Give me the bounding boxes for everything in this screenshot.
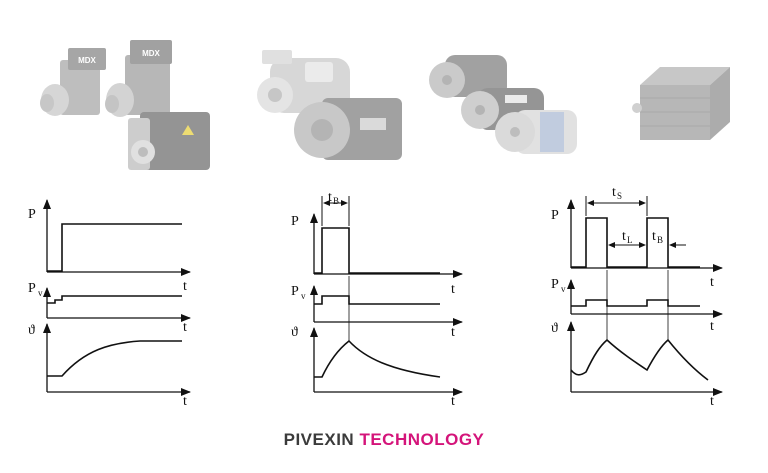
mdx-label-1: MDX [78, 56, 96, 65]
d1-pv-label: P [28, 281, 36, 296]
d3-pv-label: P [551, 277, 559, 292]
d3-tl-sub: L [627, 235, 633, 245]
d3-theta-label: ϑ [551, 321, 558, 336]
d2-power-curve [314, 227, 440, 274]
d2-t-label-3: t [451, 394, 455, 409]
d3-ts-label: t [612, 185, 616, 200]
d2-pv-sub: v [301, 291, 306, 301]
d3-power-curve [571, 217, 700, 268]
d1-theta-label: ϑ [28, 323, 35, 338]
d2-t-label-1: t [451, 282, 455, 297]
d3-tb-label: t [652, 229, 656, 244]
d2-tb-label: t [328, 190, 332, 205]
d1-t-label-1: t [183, 279, 187, 294]
d3-temperature-curve [570, 338, 709, 381]
short-time-duty-diagram [310, 196, 463, 396]
dc-motor-group [429, 55, 577, 154]
d1-pv-sub: v [38, 288, 43, 298]
d1-p-label: P [28, 207, 36, 222]
brand-name-part2: TECHNOLOGY [359, 430, 485, 449]
d2-theta-label: ϑ [291, 325, 298, 340]
servo-motor [128, 112, 210, 170]
gearmotor-servo-group: MDX MDX [40, 40, 210, 170]
d2-t-label-2: t [451, 325, 455, 340]
intermittent-duty-labels: P P v ϑ t S t L t B t t t [551, 185, 714, 409]
continuous-duty-labels: P P v ϑ t t t [28, 207, 187, 409]
d3-tb-sub: B [657, 235, 663, 245]
d3-t-label-2: t [710, 319, 714, 334]
d2-temperature-curve [314, 339, 441, 378]
d1-loss-curve [47, 295, 182, 304]
gearmotor-2: MDX [105, 40, 172, 117]
d2-tb-sub: B [333, 196, 339, 206]
d3-ts-sub: S [617, 191, 622, 201]
d1-t-label-2: t [183, 320, 187, 335]
ac-motor-group [257, 50, 402, 160]
d2-loss-curve [314, 295, 440, 305]
d2-pv-label: P [291, 284, 299, 299]
d3-tl-label: t [622, 229, 626, 244]
d2-p-label: P [291, 214, 299, 229]
mdx-label-2: MDX [142, 49, 160, 58]
d3-pv-sub: v [561, 284, 566, 294]
intermittent-duty-diagram [567, 196, 723, 396]
ac-motor-2 [294, 98, 402, 160]
brand-name-part1: PIVEXIN [283, 430, 355, 449]
d1-power-curve [47, 223, 182, 272]
gearmotor-1: MDX [40, 48, 106, 116]
d1-temperature-curve [47, 340, 182, 377]
d3-t-label-3: t [710, 394, 714, 409]
d3-loss-curve [571, 299, 700, 307]
d3-p-label: P [551, 208, 559, 223]
dc-motor-3 [495, 110, 577, 154]
stepper-motor [632, 67, 730, 140]
short-time-duty-labels: P P v ϑ t B t t t [291, 190, 455, 409]
dc-motor-1 [429, 55, 507, 98]
continuous-duty-diagram [43, 199, 191, 396]
brand-footer: PIVEXIN TECHNOLOGY [0, 430, 768, 450]
d3-t-label-1: t [710, 275, 714, 290]
d1-t-label-3: t [183, 394, 187, 409]
